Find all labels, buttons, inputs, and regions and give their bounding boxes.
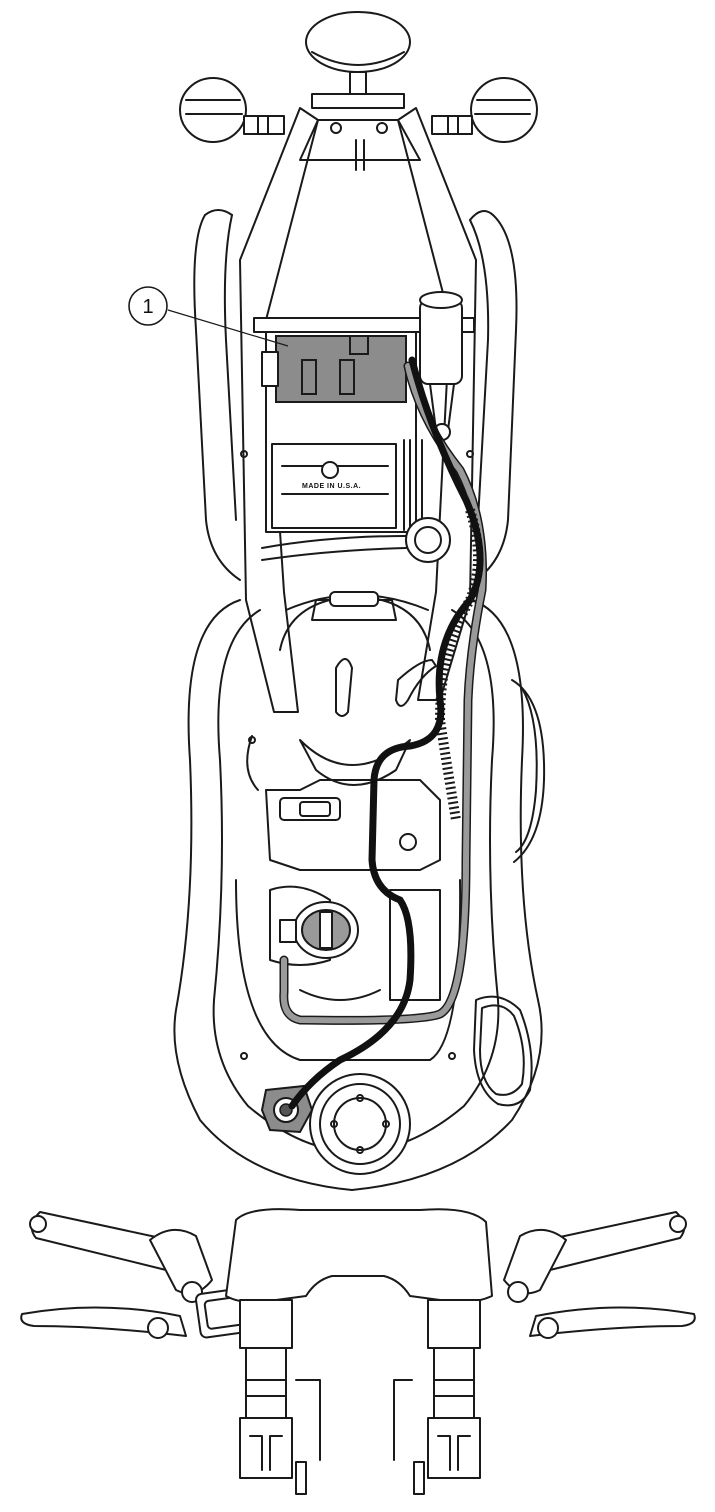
- fuel-tank-cutout: [473, 995, 533, 1107]
- convoluted-sleeve: [434, 508, 483, 821]
- voltage-regulator: MADE IN U.S.A.: [271, 439, 423, 531]
- fuel-filler-cap: [309, 1073, 411, 1175]
- fairing-bracket: [239, 107, 477, 713]
- gray-cable: [279, 361, 487, 1025]
- black-cable: [288, 356, 484, 1110]
- callout-1: 1: [128, 286, 289, 347]
- reservoir-cap: [261, 517, 451, 563]
- upper-fork-legs: [193, 209, 518, 581]
- fuel-tank-shell: [173, 591, 546, 1191]
- ignition-switch: [279, 901, 359, 959]
- left-turn-signal: [179, 77, 285, 143]
- callout-1-label: 1: [142, 296, 153, 318]
- right-turn-signal: [431, 77, 538, 143]
- headlamp: [305, 11, 411, 109]
- upper-triple-clamp: [225, 1208, 493, 1304]
- relay-canister: [419, 291, 463, 441]
- electronic-control-module: [261, 335, 407, 403]
- frame-backbone-plate: [246, 735, 441, 871]
- engine-area: [235, 879, 462, 1061]
- right-lower-fork: [393, 1299, 481, 1495]
- right-handlebar: [503, 1211, 696, 1339]
- made-in-usa-label: MADE IN U.S.A.: [302, 483, 361, 490]
- left-lower-fork: [239, 1299, 321, 1495]
